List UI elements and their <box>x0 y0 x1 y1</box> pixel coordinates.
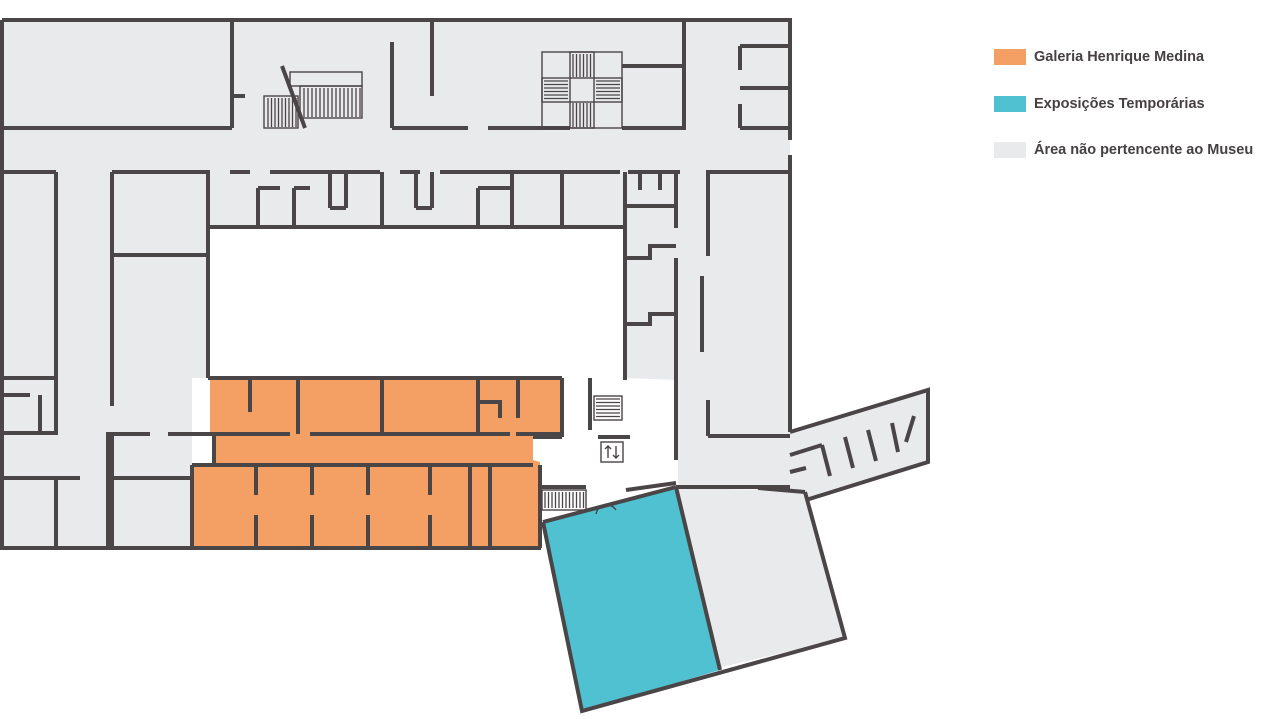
door-icon <box>595 504 617 515</box>
legend-item-galeria[interactable]: Galeria Henrique Medina <box>994 46 1253 68</box>
main-building-floor <box>2 20 790 548</box>
legend-label-area-externa: Área não pertencente ao Museu <box>1034 142 1254 158</box>
legend-label-exposicoes: Exposições Temporárias <box>1034 95 1205 112</box>
east-annex-floor <box>678 487 845 668</box>
legend-label-galeria: Galeria Henrique Medina <box>1034 49 1205 65</box>
exposicoes-temporarias-area[interactable] <box>543 487 720 711</box>
legend-swatch-exposicoes <box>994 95 1026 112</box>
courtyard <box>208 227 625 377</box>
legend-item-area-externa[interactable]: Área não pertencente ao Museu <box>994 139 1253 161</box>
legend-item-exposicoes[interactable]: Exposições Temporárias <box>994 93 1253 115</box>
legend-swatch-area-externa <box>994 142 1026 158</box>
walls <box>0 18 930 714</box>
legend-swatch-galeria <box>994 49 1026 65</box>
map-legend: Galeria Henrique Medina Exposições Tempo… <box>994 46 1253 186</box>
elevator-icon <box>600 441 624 463</box>
staircase-icon <box>263 51 623 511</box>
museum-floor-plan <box>0 18 930 714</box>
floor-areas <box>2 20 928 668</box>
